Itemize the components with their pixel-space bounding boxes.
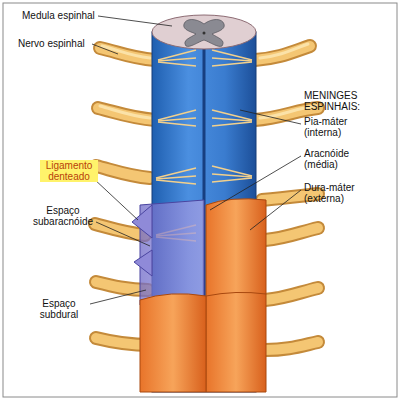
part-label: Espaço subaracnóide <box>30 205 96 227</box>
part-label: Pia-máter (interna) <box>304 116 374 138</box>
part-label: Dura-máter (externa) <box>304 182 374 204</box>
part-label: Medula espinhal <box>22 10 102 21</box>
group-heading: MENINGES ESPINHAIS: <box>304 90 386 112</box>
part-label: Ligamento denteado <box>40 160 98 182</box>
part-label: Espaço subdural <box>30 298 88 320</box>
leader-lines <box>90 16 301 304</box>
part-label: Aracnóide (média) <box>304 148 374 170</box>
part-label: Nervo espinhal <box>18 38 96 49</box>
